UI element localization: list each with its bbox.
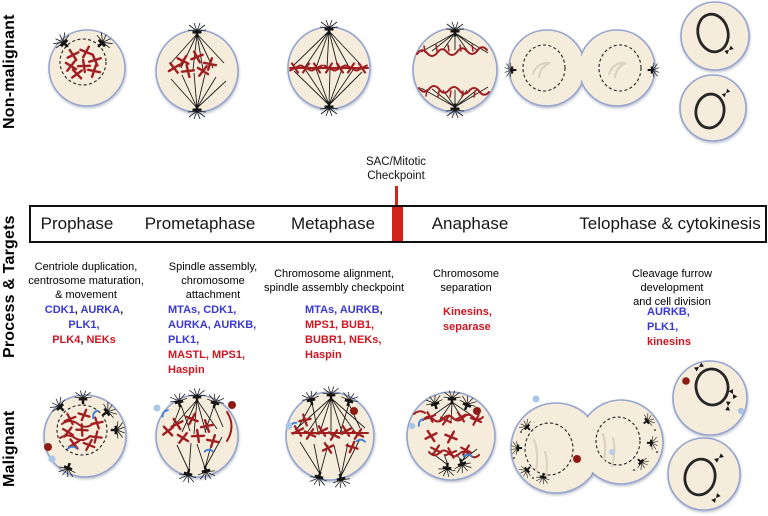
gene-line: PLK1, <box>168 334 200 346</box>
sac-checkpoint-marker <box>392 207 403 241</box>
gene-line: MTAs, AURKB, <box>305 304 383 316</box>
gene-line: PLK1, <box>647 321 679 333</box>
phase-prophase: Prophase <box>40 214 114 233</box>
process-prometaphase: Spindle assembly, chromosome attachment <box>168 261 258 301</box>
process-anaphase: Chromosome separation <box>432 268 500 294</box>
gene-line: PLK1, <box>68 319 100 331</box>
process-metaphase: Chromosome alignment, spindle assembly c… <box>263 268 405 294</box>
gene-line: AURKA, AURKB, <box>168 319 257 331</box>
cell-malignant-anaphase <box>406 389 496 481</box>
gene-line: MASTL, MPS1, <box>168 349 246 361</box>
targets-prometaphase: MTAs, CDK1, AURKA, AURKB, PLK1, MASTL, MPS1… <box>168 303 256 378</box>
process-telophase: Cleavage furrow development and cell div… <box>631 268 713 308</box>
gene-line: MPS1, BUB1, <box>305 319 375 331</box>
gene-line: kinesins <box>647 336 692 348</box>
process-prophase: Centriole duplication, centrosome matura… <box>28 261 144 301</box>
cell-malignant-metaphase <box>285 385 375 491</box>
cell-malignant-daughter-2 <box>667 437 741 511</box>
sac-checkpoint-line1: SAC/Mitotic <box>365 156 427 168</box>
cell-malignant-prometaphase <box>153 387 239 486</box>
sac-checkpoint-line2: Checkpoint <box>367 170 425 183</box>
non-malignant-cells-illustration <box>48 1 750 142</box>
phase-timeline-bar: Prophase Prometaphase Metaphase Anaphase… <box>29 205 767 243</box>
phase-metaphase: Metaphase <box>290 214 376 233</box>
cell-malignant-prophase <box>43 389 127 481</box>
targets-anaphase: Kinesins, separase <box>443 305 492 335</box>
targets-telophase: AURKB, PLK1, kinesins <box>647 305 691 350</box>
targets-prophase: CDK1, AURKA, PLK1, PLK4, NEKs <box>45 303 123 348</box>
phase-telophase-cytokinesis: Telophase & cytokinesis <box>579 214 761 233</box>
phase-prometaphase: Prometaphase <box>144 214 256 233</box>
gene-line: Haspin <box>168 364 205 376</box>
cell-normal-telophase-cytokinesis <box>503 29 661 107</box>
cell-normal-daughter-2 <box>679 74 747 142</box>
gene-line: BUBR1, NEKs, <box>305 334 382 346</box>
cell-normal-metaphase <box>287 18 371 118</box>
gene-line: PLK4, NEKs <box>52 334 116 346</box>
cell-malignant-daughter-1 <box>672 360 748 436</box>
cell-malignant-telophase-cytokinesis <box>509 395 664 494</box>
phase-anaphase: Anaphase <box>431 214 509 233</box>
cell-normal-daughter-1 <box>680 1 750 71</box>
malignant-cells-illustration <box>43 360 748 511</box>
row-label-process-targets: Process & Targets <box>1 215 18 359</box>
gene-line: separase <box>443 321 491 333</box>
gene-line: CDK1, AURKA, <box>44 304 124 316</box>
sac-checkpoint-label: SAC/Mitotic Checkpoint <box>366 155 426 183</box>
gene-line: MTAs, CDK1, <box>168 304 237 316</box>
cell-normal-prometaphase <box>155 21 239 121</box>
sac-checkpoint-pointer-line <box>395 186 398 205</box>
gene-line: Kinesins, <box>443 306 492 318</box>
gene-line: AURKB, <box>647 306 690 318</box>
targets-metaphase: MTAs, AURKB, MPS1, BUB1, BUBR1, NEKs, Haspi… <box>305 303 383 363</box>
cell-normal-anaphase <box>412 20 498 120</box>
cell-normal-prophase <box>48 28 126 107</box>
gene-line: Haspin <box>305 349 342 361</box>
